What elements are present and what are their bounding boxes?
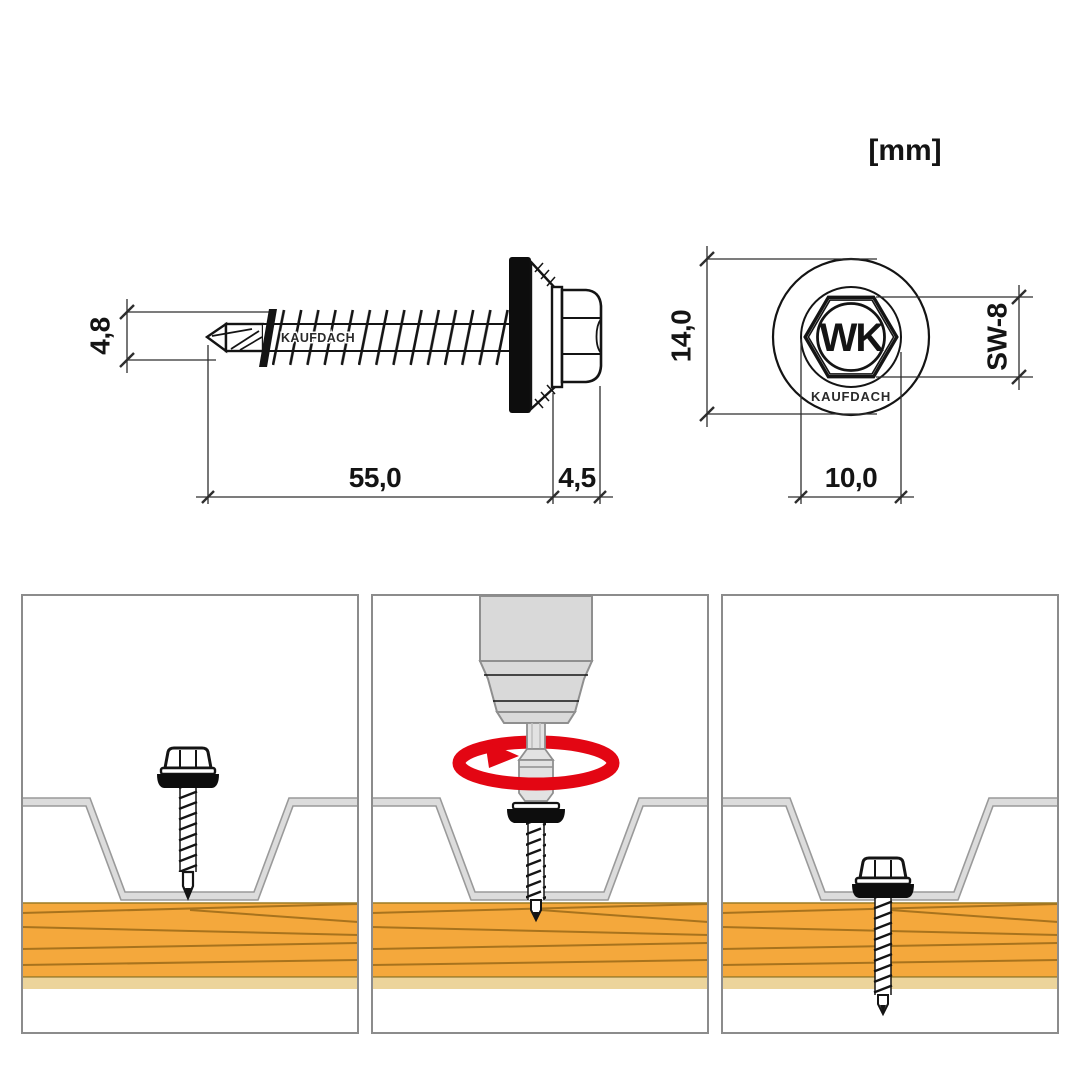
step-panel-2-drive bbox=[371, 594, 709, 1034]
drill-point bbox=[204, 321, 265, 354]
dimension-wrench-size: SW-8 bbox=[876, 285, 1033, 390]
flange-outline bbox=[800, 286, 902, 388]
step2-screw bbox=[507, 801, 565, 923]
step-panel-3-seated bbox=[721, 594, 1059, 1034]
logo-circle bbox=[816, 302, 886, 372]
dim-100-label: 10,0 bbox=[825, 462, 878, 493]
step-panel-1-position bbox=[21, 594, 359, 1034]
technical-drawing: [mm] 4,8 KAUFDACH bbox=[85, 134, 1033, 504]
installation-steps bbox=[21, 594, 1059, 1034]
screw-side-view: 4,8 KAUFDACH bbox=[85, 257, 613, 504]
dim-140-label: 14,0 bbox=[666, 310, 697, 363]
dimension-washer-diameter: 14,0 bbox=[666, 246, 877, 427]
hex-head-side bbox=[560, 288, 603, 384]
top-view-brand-text: KAUFDACH bbox=[811, 389, 891, 404]
dim-45-label: 4,5 bbox=[558, 462, 595, 493]
epdm-washer-side bbox=[509, 257, 531, 413]
dimension-length: 55,0 4,5 bbox=[196, 345, 613, 504]
dim-550-label: 55,0 bbox=[349, 462, 402, 493]
unit-label: [mm] bbox=[868, 134, 941, 167]
shaft-brand-text: KAUFDACH bbox=[281, 331, 355, 345]
thread-start-band bbox=[259, 309, 277, 367]
step1-screw bbox=[155, 746, 221, 901]
step3-screw bbox=[850, 856, 916, 1017]
dimension-thread-diameter: 4,8 bbox=[85, 299, 272, 373]
wk-logo-text: WK bbox=[820, 316, 885, 360]
screw-top-view: WK KAUFDACH 14,0 SW-8 10,0 bbox=[666, 246, 1033, 504]
dim-sw8-label: SW-8 bbox=[982, 303, 1013, 370]
threaded-shank: KAUFDACH bbox=[259, 309, 509, 367]
dimension-flange-diameter: 10,0 bbox=[788, 339, 914, 504]
hex-outline bbox=[803, 295, 899, 379]
rotation-arrowhead bbox=[485, 741, 519, 768]
screw-head-side bbox=[509, 257, 603, 413]
dim-48-label: 4,8 bbox=[85, 317, 116, 354]
